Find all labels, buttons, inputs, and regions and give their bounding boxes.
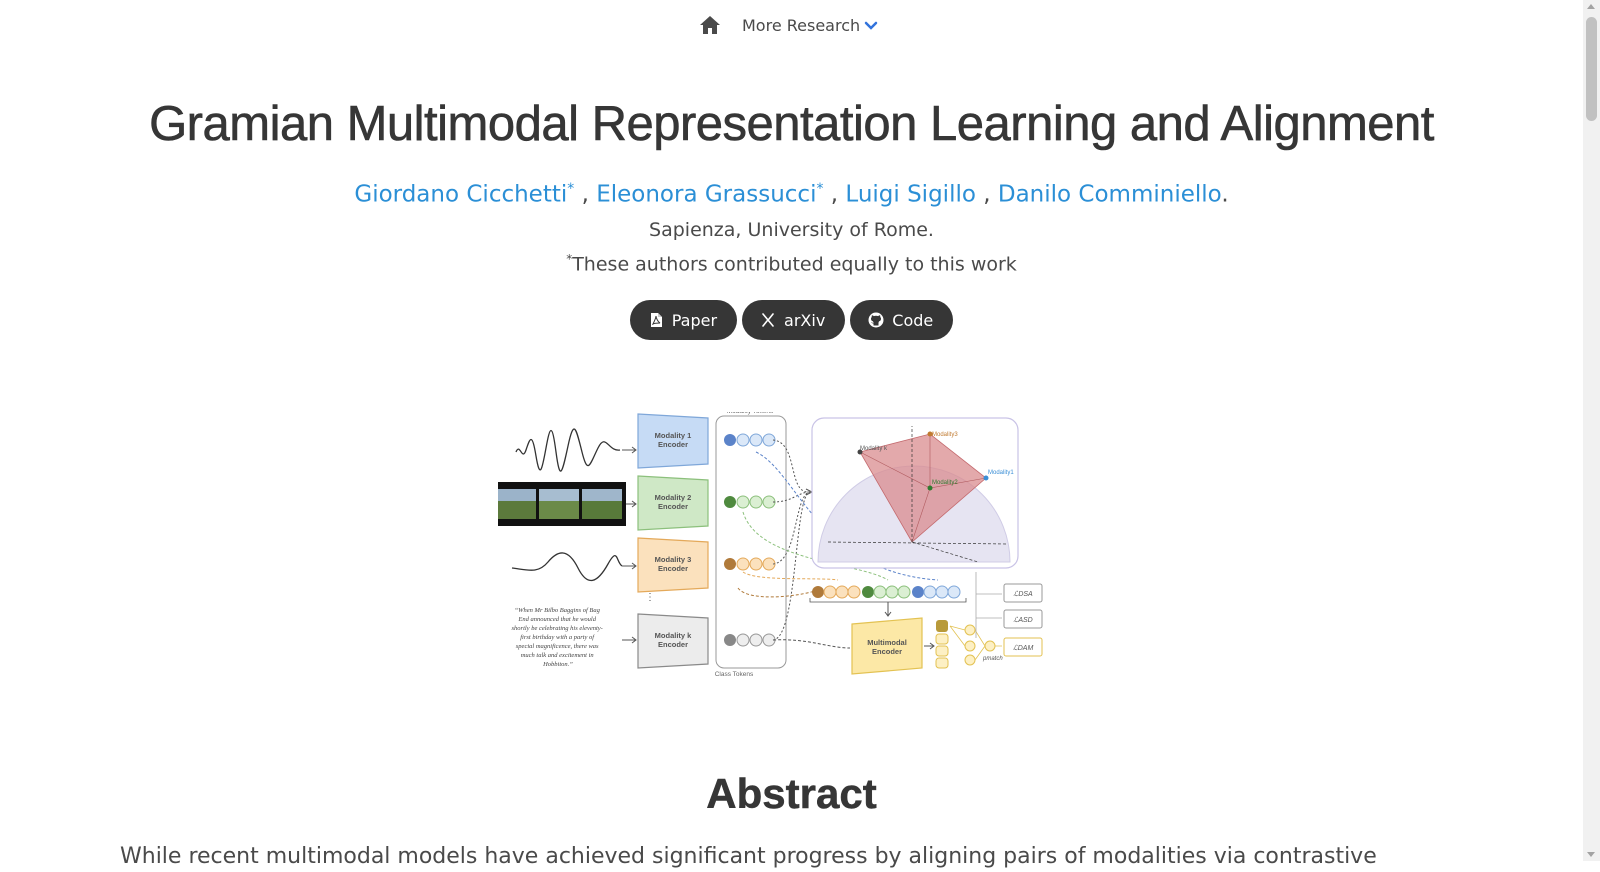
loss-box: ℒASD — [1003, 609, 1043, 629]
github-icon — [868, 312, 884, 328]
scroll-down-arrow-icon[interactable] — [1587, 852, 1595, 857]
svg-text:Modality k: Modality k — [655, 631, 693, 640]
svg-text:Modality k: Modality k — [860, 446, 888, 452]
gramian-volume-sphere: Modality k Modality3 Modality1 Modality2 — [811, 417, 1019, 569]
pdf-icon — [650, 313, 662, 327]
home-icon[interactable] — [699, 15, 721, 35]
svg-text:⋮: ⋮ — [645, 592, 655, 603]
svg-text:Modality 1: Modality 1 — [655, 431, 692, 440]
code-button[interactable]: Code — [850, 300, 954, 340]
token-row — [724, 633, 776, 647]
navbar: More Research — [0, 0, 1583, 52]
svg-text:Encoder: Encoder — [658, 564, 688, 573]
author-link[interactable]: Luigi Sigillo — [845, 181, 976, 208]
svg-text:Class Tokens: Class Tokens — [715, 671, 754, 678]
output-tokens — [935, 620, 949, 669]
svg-text:Encoder: Encoder — [658, 440, 688, 449]
token-row — [724, 433, 776, 447]
page-title: Gramian Multimodal Representation Learni… — [149, 97, 1435, 152]
token-row — [724, 495, 776, 509]
modality-encoder: Modality 3 Encoder — [637, 537, 709, 593]
modality-encoder: Modality k Encoder — [637, 613, 709, 669]
video-filmstrip — [498, 482, 626, 526]
scroll-up-arrow-icon[interactable] — [1587, 4, 1595, 9]
svg-text:Modality2: Modality2 — [932, 480, 958, 486]
svg-text:Modality 3: Modality 3 — [655, 555, 692, 564]
svg-text:Modality3: Modality3 — [932, 432, 958, 438]
svg-text:pmatch: pmatch — [982, 656, 1003, 662]
more-research-menu[interactable]: More Research — [742, 16, 861, 35]
concatenated-token-row — [809, 585, 967, 603]
token-row — [724, 557, 776, 571]
vertical-scrollbar[interactable] — [1583, 0, 1600, 861]
arxiv-icon — [762, 313, 774, 327]
modality-encoder: Modality 1 Encoder — [637, 413, 709, 469]
abstract-heading: Abstract — [706, 770, 877, 818]
svg-text:Encoder: Encoder — [658, 502, 688, 511]
modality-encoder: Modality 2 Encoder — [637, 475, 709, 531]
audio-waveform — [515, 428, 621, 472]
equal-contribution-mark: * — [816, 181, 824, 197]
svg-text:ℒASD: ℒASD — [1013, 616, 1032, 624]
author-link[interactable]: Eleonora Grassucci — [596, 181, 817, 208]
author-link[interactable]: Danilo Comminiello — [997, 181, 1222, 208]
multimodal-encoder: Multimodal Encoder — [851, 617, 923, 675]
equal-contribution-mark: * — [567, 181, 575, 197]
author-link[interactable]: Giordano Cicchetti — [354, 181, 568, 208]
loss-box: ℒDSA — [1003, 583, 1043, 603]
svg-text:ℒDSA: ℒDSA — [1013, 590, 1033, 598]
loss-box: ℒDAM — [1003, 637, 1043, 657]
paper-button[interactable]: Paper — [629, 300, 738, 340]
scrollbar-thumb[interactable] — [1586, 17, 1597, 121]
affiliation: Sapienza, University of Rome. — [649, 219, 934, 241]
svg-text:ℒDAM: ℒDAM — [1013, 644, 1034, 652]
svg-text:Modality Tokens: Modality Tokens — [727, 412, 774, 415]
signal-waveform — [511, 552, 623, 581]
equal-contribution-note: *These authors contributed equally to th… — [566, 252, 1017, 276]
abstract-text: While recent multimodal models have achi… — [120, 844, 1377, 869]
svg-text:Multimodal: Multimodal — [867, 638, 907, 647]
chevron-down-icon[interactable] — [864, 21, 878, 31]
method-overview-figure: “When Mr Bilbo Baggins of Bag End announ… — [498, 412, 1043, 678]
author-list: Giordano Cicchetti* , Eleonora Grassucci… — [354, 181, 1229, 208]
svg-text:Encoder: Encoder — [658, 640, 688, 649]
svg-text:Encoder: Encoder — [872, 647, 902, 656]
svg-text:Modality1: Modality1 — [988, 470, 1014, 476]
link-buttons: Paper arXiv Code — [0, 300, 1583, 340]
svg-text:Modality 2: Modality 2 — [655, 493, 692, 502]
svg-text:“When Mr Bilbo Baggins of Bag: “When Mr Bilbo Baggins of Bag End announ… — [512, 607, 605, 668]
arxiv-button[interactable]: arXiv — [742, 300, 846, 340]
